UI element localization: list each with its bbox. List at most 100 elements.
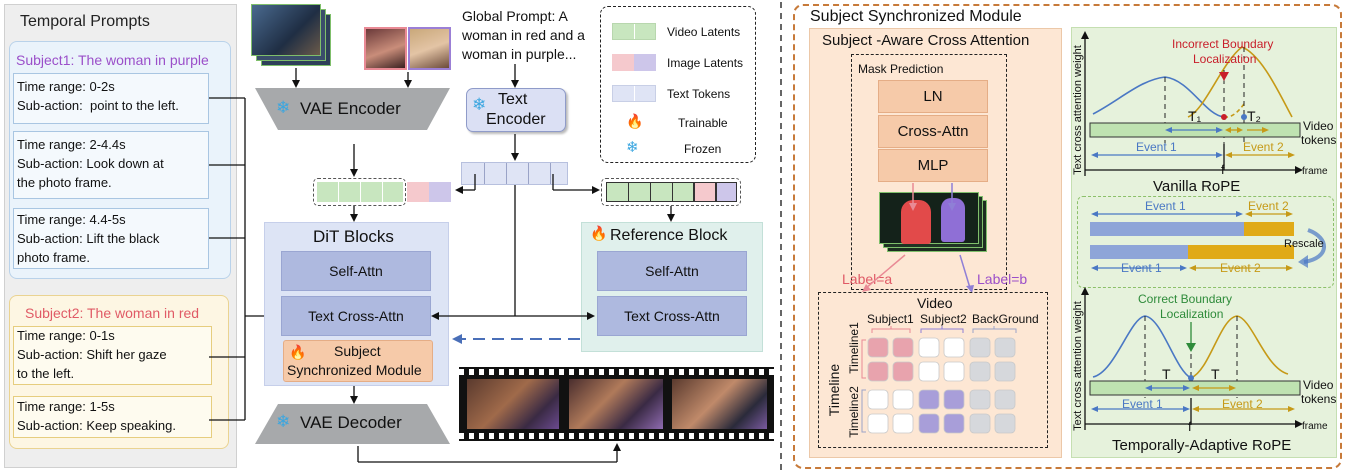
tarope-caption: Temporally-Adaptive RoPE	[1112, 437, 1292, 454]
matrix-cell	[969, 389, 991, 410]
top-f-label: f	[1221, 162, 1225, 177]
mask-prediction-title: Mask Prediction	[858, 62, 944, 76]
rescale-box	[1077, 196, 1334, 288]
top-video-tokens-line2: tokens	[1301, 133, 1337, 147]
legend-box	[600, 6, 756, 163]
subject2-card-1-line2: Sub-action: Shift her gaze	[17, 347, 167, 362]
subject2-card-1-line3: to the left.	[17, 366, 75, 381]
ssm-title: Subject Synchronized Module	[810, 8, 1022, 25]
temporal-prompts-title: Temporal Prompts	[20, 13, 150, 30]
dit-blocks-title: DiT Blocks	[313, 227, 394, 246]
sac-title: Subject -Aware Cross Attention	[822, 32, 1030, 49]
matrix-cell	[918, 389, 940, 410]
subject1-card-3-line3: photo frame.	[17, 250, 90, 265]
matrix-cell	[943, 389, 965, 410]
top-event1-label: Event 1	[1136, 140, 1177, 154]
subject-face-purple	[408, 27, 451, 70]
snowflake-icon: ❄	[626, 139, 639, 156]
dit-ssm-box	[283, 340, 433, 382]
matrix-cell	[867, 361, 889, 382]
bottom-event2-label: Event 2	[1222, 397, 1263, 411]
subject1-card-1-line1: Time range: 0-2s	[17, 79, 115, 94]
rescale-event2-top: Event 2	[1248, 199, 1289, 213]
top-t1-label: T₁	[1188, 108, 1202, 124]
subject1-card-1-line2: Sub-action: point to the left.	[17, 98, 179, 113]
subject2-card-2	[13, 396, 212, 438]
dit-ssm-line2: Synchronized Module	[287, 362, 422, 378]
subject2-card-2-line1: Time range: 1-5s	[17, 399, 115, 414]
top-frame-label: frame	[1302, 166, 1328, 177]
matrix-cell	[867, 413, 889, 434]
reference-token-row	[601, 178, 741, 206]
matrix-cell	[994, 389, 1016, 410]
snowflake-icon: ❄	[472, 95, 487, 114]
mask-prediction-box	[851, 54, 1007, 290]
subject1-card-2-line3: the photo frame.	[17, 175, 112, 190]
subject2-card-1	[13, 326, 212, 385]
top-t2-label: T₂	[1247, 108, 1261, 124]
label-b: Label=b	[977, 271, 1028, 287]
fire-icon: 🔥	[590, 225, 608, 241]
subject2-heading: Subject2: The woman in red	[25, 305, 200, 321]
text-encoder-box	[466, 88, 566, 132]
correct-boundary-line2: Localization	[1160, 307, 1224, 321]
bottom-t-label-2: T	[1211, 366, 1220, 382]
subject1-card-2	[13, 131, 209, 199]
matrix-cell	[969, 361, 991, 382]
legend-image-label: Image Latents	[667, 56, 744, 70]
subject1-card-1	[13, 73, 209, 124]
matrix-cell	[867, 337, 889, 358]
matrix-cell	[943, 361, 965, 382]
snowflake-icon: ❄	[276, 98, 291, 117]
vanilla-rope-caption: Vanilla RoPE	[1153, 178, 1241, 195]
timeline-matrix-box	[818, 292, 1048, 448]
bottom-ylabel: Text cross attention weight	[1072, 301, 1084, 431]
subject1-card-2-line2: Sub-action: Look down at	[17, 156, 164, 171]
input-video-frames	[251, 4, 331, 66]
legend-frozen-label: Frozen	[684, 142, 722, 156]
subject2-card-1-line1: Time range: 0-1s	[17, 328, 115, 343]
legend-video-label: Video Latents	[667, 25, 741, 39]
ref-self-attn: Self-Attn	[597, 251, 747, 291]
matrix-cell	[892, 361, 914, 382]
matrix-col-subject1: Subject1	[867, 312, 914, 326]
matrix-cell	[892, 337, 914, 358]
legend-image-swatch	[612, 54, 656, 71]
output-film-strip	[459, 367, 774, 441]
rescale-event1-bottom: Event 1	[1121, 261, 1162, 275]
matrix-video-label: Video	[917, 295, 953, 311]
matrix-col-background: BackGround	[972, 312, 1039, 326]
subject1-card-2-line1: Time range: 2-4.4s	[17, 137, 126, 152]
ssm-outer-panel	[793, 4, 1342, 469]
legend-text-swatch	[612, 85, 656, 102]
correct-boundary-line1: Correct Boundary	[1138, 292, 1233, 306]
top-ylabel: Text cross attention weight	[1072, 45, 1084, 175]
label-a: Label=a	[842, 271, 893, 287]
dit-self-attn: Self-Attn	[281, 251, 431, 291]
bottom-video-tokens-line2: tokens	[1301, 392, 1337, 406]
incorrect-boundary-line1: Incorrect Boundary	[1172, 37, 1274, 51]
subject1-card-3-line2: Sub-action: Lift the black	[17, 231, 160, 246]
text-encoder-line2: Encoder	[486, 111, 546, 128]
mask-mlp: MLP	[878, 149, 988, 182]
mask-cross-attn: Cross-Attn	[878, 115, 988, 148]
vae-encoder-shape	[255, 88, 450, 130]
subject1-heading: Subject1: The woman in purple	[16, 52, 209, 68]
rescale-event1-top: Event 1	[1145, 199, 1186, 213]
snowflake-icon: ❄	[276, 412, 291, 431]
vae-decoder-label: VAE Decoder	[300, 413, 402, 432]
dit-ssm-line1: Subject	[334, 343, 381, 359]
matrix-cell	[994, 337, 1016, 358]
matrix-col-subject2: Subject2	[920, 312, 967, 326]
matrix-cell	[892, 389, 914, 410]
latent-token-row	[313, 178, 453, 206]
dit-text-cross-attn: Text Cross-Attn	[281, 296, 431, 336]
matrix-cell	[918, 413, 940, 434]
matrix-cell	[994, 361, 1016, 382]
top-event2-label: Event 2	[1243, 140, 1284, 154]
bottom-frame-label: frame	[1302, 421, 1328, 432]
matrix-cell	[918, 337, 940, 358]
